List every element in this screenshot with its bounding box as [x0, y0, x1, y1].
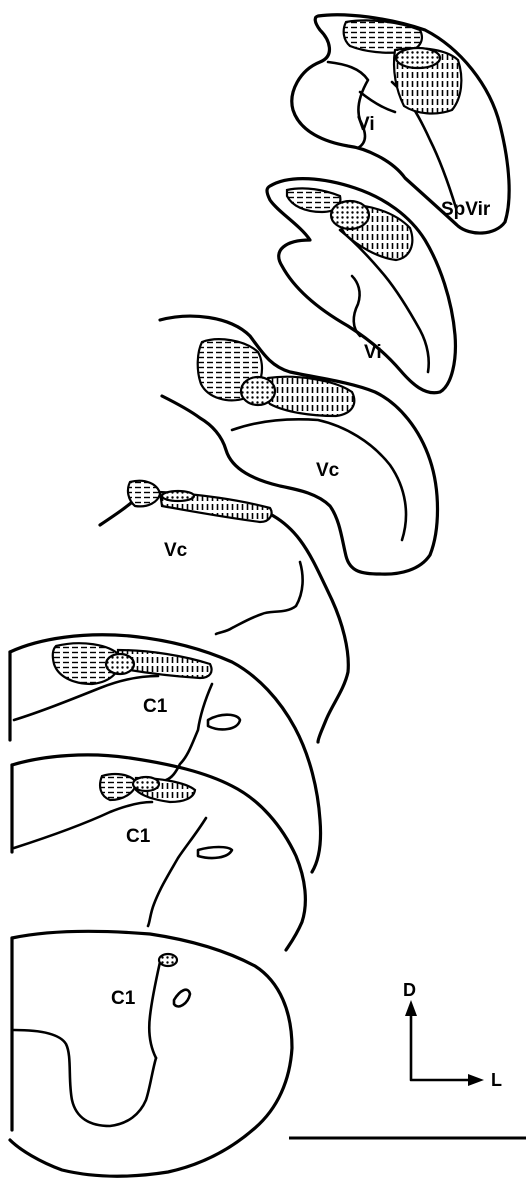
section-2-patch-dots: [331, 201, 369, 229]
section-6-patch-dots: [133, 777, 159, 791]
section-4-patch-horizontal: [128, 481, 160, 507]
section-7: C1: [10, 931, 292, 1176]
section-2: Vi: [267, 179, 455, 393]
section-3-patch-dots: [241, 377, 275, 405]
dorsal-arrowhead-icon: [405, 1000, 417, 1016]
axis-label-lateral: L: [491, 1070, 502, 1090]
lateral-arrowhead-icon: [468, 1074, 484, 1086]
label-vi-top: Vi: [357, 114, 375, 135]
label-vi-second: Vi: [364, 342, 382, 363]
section-5-central-canal: [208, 715, 240, 730]
section-4-outline: [100, 495, 348, 742]
orientation-indicator: D L: [403, 980, 502, 1090]
label-c1-seventh: C1: [111, 988, 136, 1009]
label-vc-fourth: Vc: [164, 540, 188, 561]
section-1-patch-dots: [396, 48, 440, 68]
section-7-ventral-horn: [14, 1030, 156, 1126]
section-4-inner-line: [216, 562, 303, 634]
section-6-central-canal: [198, 847, 232, 858]
section-7-outline: [10, 931, 292, 1176]
label-c1-sixth: C1: [126, 826, 151, 847]
section-4-patch-dots: [162, 491, 194, 501]
section-6-inner-line: [148, 818, 206, 926]
section-1-inner-boundary: [328, 62, 368, 148]
section-2-inner-boundary: [352, 276, 360, 336]
axis-label-dorsal: D: [403, 980, 416, 1000]
section-7-patch-small: [159, 954, 177, 966]
label-c1-fifth: C1: [143, 696, 168, 717]
label-spvir: SpVir: [441, 199, 491, 220]
section-1-inner-boundary-3: [360, 92, 395, 112]
axis-lines: [411, 1012, 470, 1080]
section-5-patch-dots: [106, 654, 134, 674]
section-5: C1: [10, 635, 321, 872]
section-3: Vc: [160, 316, 438, 574]
section-6: C1: [12, 755, 305, 950]
label-vc-third: Vc: [316, 460, 340, 481]
section-7-central-canal: [174, 990, 190, 1007]
section-6-patch-horizontal: [100, 774, 136, 800]
section-4: Vc: [100, 481, 348, 742]
section-7-dorsal-line: [149, 962, 160, 1058]
